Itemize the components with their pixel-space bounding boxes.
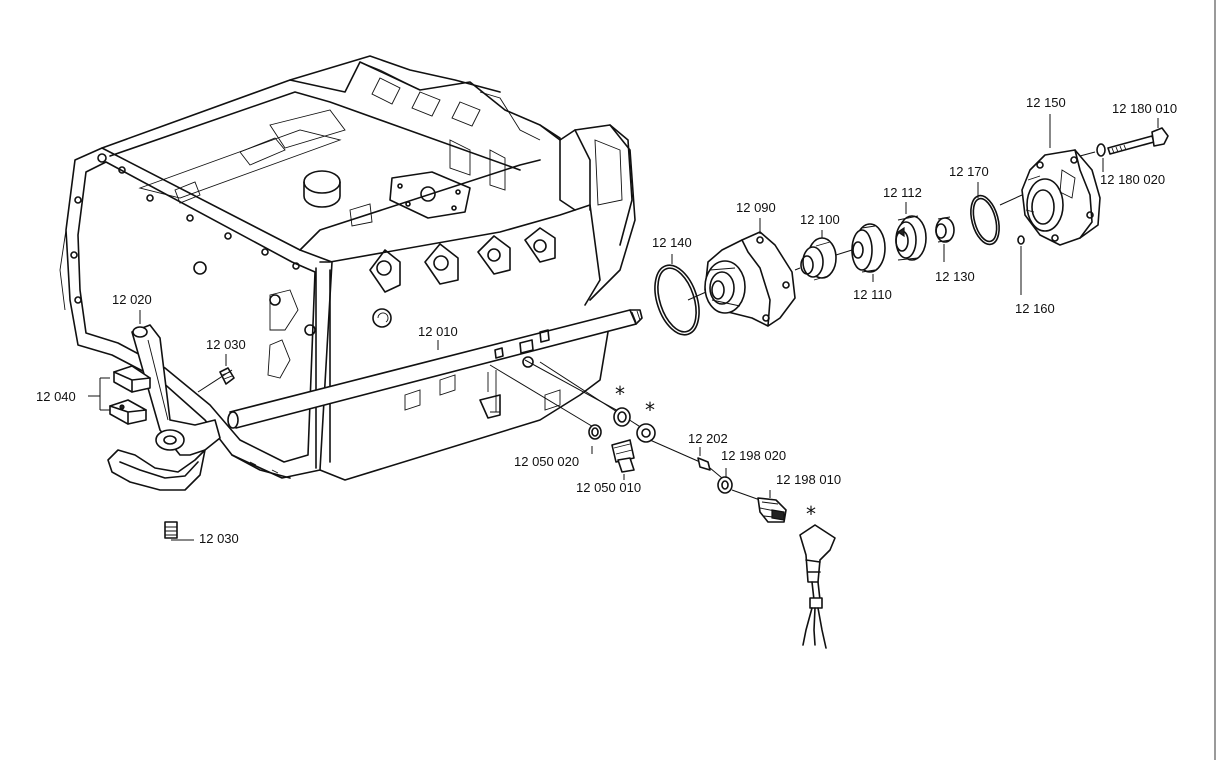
label-12050010: 12 050 010 bbox=[576, 480, 642, 495]
label-12090: 12 090 bbox=[736, 200, 776, 215]
bolt-and-washer bbox=[1079, 127, 1169, 157]
leader-lines bbox=[88, 114, 1159, 541]
switch-sensor-assembly bbox=[649, 439, 836, 649]
o-ring-small bbox=[970, 194, 1000, 246]
asterisk-marker-3: * bbox=[806, 502, 816, 526]
label-12010: 12 010 bbox=[418, 324, 458, 339]
label-12170: 12 170 bbox=[949, 164, 989, 179]
label-12180020: 12 180 020 bbox=[1100, 172, 1166, 187]
label-12110: 12 110 bbox=[853, 287, 892, 302]
plug-small bbox=[1017, 235, 1025, 245]
shaft-seal bbox=[794, 237, 853, 281]
right-border-line bbox=[1214, 0, 1216, 760]
label-12150: 12 150 bbox=[1026, 95, 1066, 110]
label-12180010: 12 180 010 bbox=[1112, 101, 1178, 116]
label-12198010: 12 198 010 bbox=[776, 472, 842, 487]
detent-assembly bbox=[489, 359, 656, 473]
spacer-ring bbox=[935, 216, 955, 243]
label-12140: 12 140 bbox=[652, 235, 692, 250]
label-12030-bottom: 12 030 bbox=[199, 531, 239, 546]
label-12050020: 12 050 020 bbox=[514, 454, 580, 469]
label-12160: 12 160 bbox=[1015, 301, 1055, 316]
flange-disc bbox=[851, 223, 886, 273]
label-12112: 12 112 bbox=[883, 185, 922, 200]
label-12130: 12 130 bbox=[935, 269, 975, 284]
o-ring-large bbox=[654, 264, 700, 336]
label-12040: 12 040 bbox=[36, 389, 76, 404]
label-12198020: 12 198 020 bbox=[721, 448, 787, 463]
shift-rail bbox=[227, 309, 643, 429]
asterisk-marker-2: * bbox=[645, 398, 655, 422]
label-12030-top: 12 030 bbox=[206, 337, 246, 352]
end-cover bbox=[999, 149, 1101, 246]
asterisk-marker-1: * bbox=[615, 382, 625, 406]
slide-pads bbox=[109, 365, 151, 425]
shift-fork bbox=[107, 324, 221, 491]
roller-bearing bbox=[895, 215, 927, 261]
label-12020: 12 020 bbox=[112, 292, 152, 307]
bearing-housing bbox=[687, 231, 796, 327]
set-screws bbox=[164, 367, 235, 539]
label-12100: 12 100 bbox=[800, 212, 840, 227]
label-12202: 12 202 bbox=[688, 431, 728, 446]
